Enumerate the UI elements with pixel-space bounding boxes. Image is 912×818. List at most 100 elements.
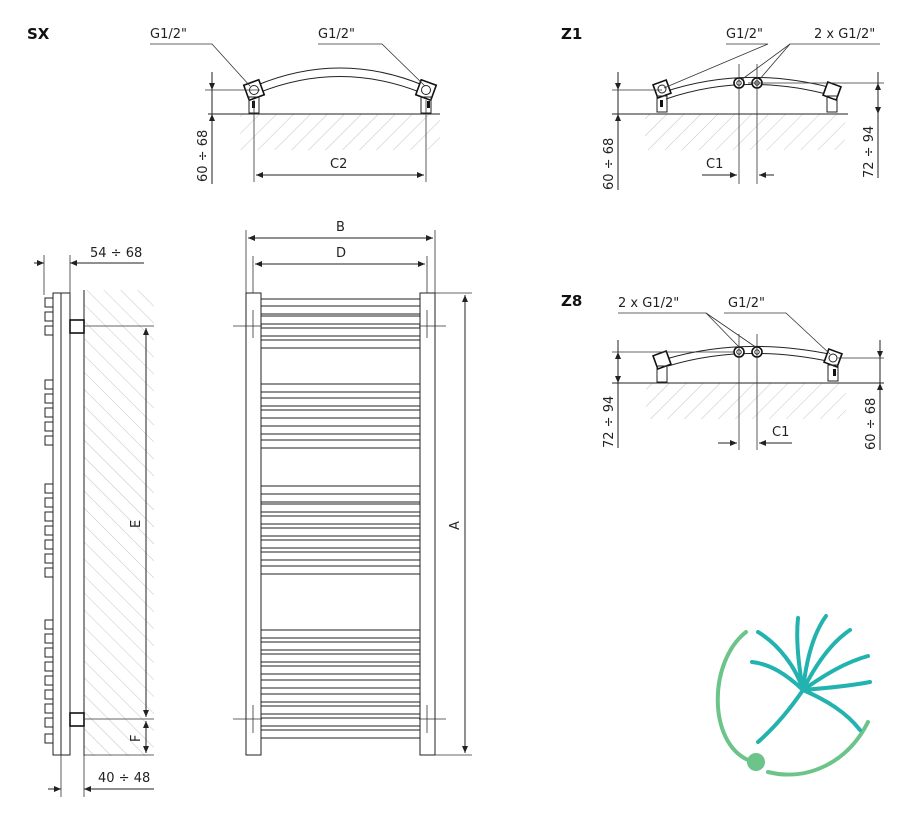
rail-right (419, 292, 436, 756)
radiator-curve (254, 67, 426, 87)
bar-stub (44, 421, 54, 432)
bar (260, 729, 421, 739)
bar-stub (44, 379, 54, 390)
sx-wall-distance: 60 ÷ 68 (196, 130, 211, 182)
leader-double (740, 43, 880, 81)
twin-ports (733, 346, 763, 358)
radiator-curve-inner (257, 76, 423, 94)
leader-single (663, 43, 769, 89)
bracket-top (69, 319, 85, 334)
bar-stub (44, 647, 54, 658)
height-total: A (448, 521, 463, 530)
sx-connection-left: G1/2" (150, 27, 187, 42)
wall-hatch (646, 383, 846, 419)
bar-stub (44, 483, 54, 494)
width-outer: B (336, 220, 345, 235)
leader-left (150, 43, 251, 87)
bar-stub (44, 511, 54, 522)
bar-stub (44, 525, 54, 536)
bar (260, 551, 421, 561)
bar-stub (44, 619, 54, 630)
sx-view: SX G1/2" G1/2" 60 ÷ 68 (27, 25, 440, 184)
bar (260, 439, 421, 449)
z8-wall-distance-left: 72 ÷ 94 (602, 396, 617, 448)
z1-spacing: C1 (706, 157, 723, 172)
bar (260, 315, 421, 325)
side-view: 54 ÷ 68 40 ÷ 48 E F (34, 246, 154, 797)
bar (260, 383, 421, 393)
bar-stub (44, 703, 54, 714)
z1-view: Z1 G1/2" 2 x G1/2" 60 ÷ 68 (561, 25, 884, 190)
width-inner: D (336, 246, 346, 261)
bar-stub (44, 297, 54, 308)
z1-title: Z1 (561, 25, 582, 43)
leader-double (618, 312, 741, 349)
bar-stub (44, 435, 54, 446)
z1-wall-distance-right: 72 ÷ 94 (862, 126, 877, 178)
valve-right (823, 348, 843, 382)
bar-stub (44, 393, 54, 404)
z8-connection-single: G1/2" (728, 296, 765, 311)
bar (260, 565, 421, 575)
bar (260, 539, 421, 549)
wall-hatch (240, 114, 440, 150)
bar (260, 515, 421, 525)
bar (260, 503, 421, 513)
bar (260, 493, 421, 503)
bar-stub (44, 497, 54, 508)
wall-hatch (645, 114, 845, 150)
bar-stub (44, 407, 54, 418)
z8-view: Z8 2 x G1/2" G1/2" 72 ÷ 94 (561, 292, 884, 450)
bar (260, 717, 421, 727)
bar-stub (44, 553, 54, 564)
leader-single (724, 312, 831, 355)
z1-connection-double: 2 x G1/2" (814, 27, 875, 42)
bar-stubs (44, 297, 54, 744)
z8-connection-double: 2 x G1/2" (618, 296, 679, 311)
z8-title: Z8 (561, 292, 582, 310)
bar-stub (44, 539, 54, 550)
bracket-bottom (69, 712, 85, 727)
bar-stub (44, 325, 54, 336)
bar-stub (44, 567, 54, 578)
blind-end-right (822, 81, 842, 113)
bar-stub (44, 633, 54, 644)
bar (260, 665, 421, 675)
bar (260, 653, 421, 663)
sx-connection-right: G1/2" (318, 27, 355, 42)
offset-label: F (129, 735, 144, 742)
bar (260, 629, 421, 639)
bar (260, 339, 421, 349)
sx-spacing: C2 (330, 157, 347, 172)
sx-title: SX (27, 25, 50, 43)
bar (260, 397, 421, 407)
bar-stub (44, 311, 54, 322)
bar (260, 485, 421, 495)
bar (260, 425, 421, 435)
bar-stub (44, 717, 54, 728)
valve-left (652, 79, 672, 113)
z8-wall-distance-right: 60 ÷ 68 (864, 398, 879, 450)
bar (260, 705, 421, 715)
bar (260, 679, 421, 689)
bar (260, 693, 421, 703)
depth-top: 54 ÷ 68 (90, 246, 142, 261)
blind-end-left (652, 350, 672, 383)
bar (260, 409, 421, 419)
wall-hatch (84, 290, 154, 756)
height-label: E (129, 520, 144, 528)
bar-stub (44, 733, 54, 744)
rail-left (245, 292, 262, 756)
bar (260, 527, 421, 537)
bar-stub (44, 661, 54, 672)
z1-connection-single: G1/2" (726, 27, 763, 42)
z8-spacing: C1 (772, 425, 789, 440)
bar (260, 327, 421, 337)
bar-stub (44, 675, 54, 686)
leader-right (318, 43, 426, 87)
bars (260, 298, 421, 739)
z1-wall-distance-left: 60 ÷ 68 (602, 138, 617, 190)
depth-bottom: 40 ÷ 48 (98, 771, 150, 786)
front-view: B D A (233, 220, 472, 756)
